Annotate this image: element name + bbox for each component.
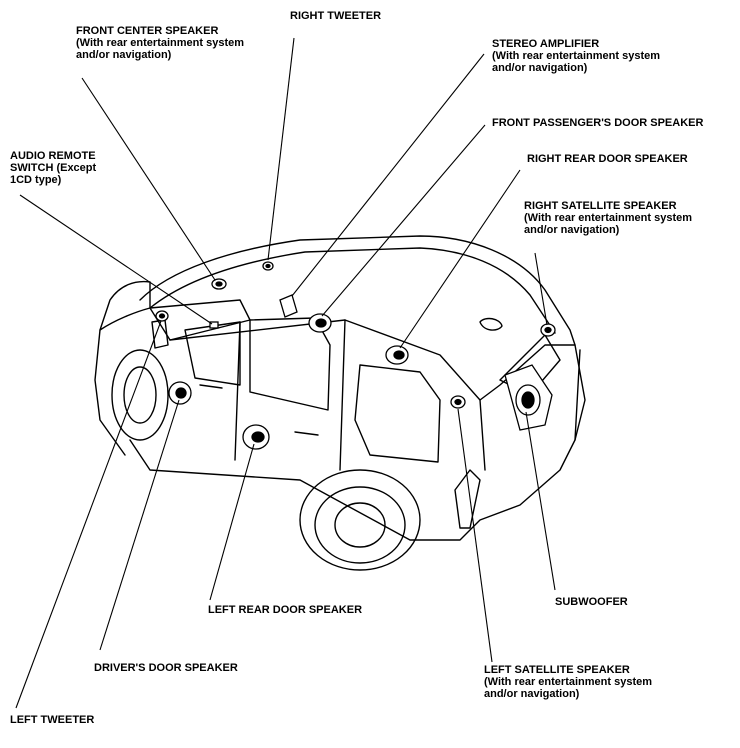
door-seam-1 xyxy=(234,321,241,461)
label-right-tweeter: RIGHT TWEETER xyxy=(290,10,381,22)
label-right-rear-door-speaker: RIGHT REAR DOOR SPEAKER xyxy=(527,153,688,165)
front-passenger-door-speaker-icon xyxy=(308,313,332,333)
leader-left-tweeter xyxy=(15,320,162,709)
door-seam-2 xyxy=(339,319,346,471)
label-left-satellite-speaker: LEFT SATELLITE SPEAKER (With rear entert… xyxy=(484,664,652,700)
left-satellite-note2: and/or navigation) xyxy=(484,688,580,700)
hood xyxy=(99,280,151,331)
front-wheel xyxy=(111,349,169,441)
right-tweeter-title: RIGHT TWEETER xyxy=(290,10,382,22)
right-satellite-speaker-icon xyxy=(540,323,556,337)
left-satellite-title: LEFT SATELLITE SPEAKER xyxy=(484,664,630,676)
leader-right-tweeter xyxy=(267,37,295,261)
door-handle-1 xyxy=(199,384,223,389)
left-tweeter-title: LEFT TWEETER xyxy=(10,714,95,726)
label-left-rear-door-speaker: LEFT REAR DOOR SPEAKER xyxy=(208,604,362,616)
left-rear-door-title: LEFT REAR DOOR SPEAKER xyxy=(208,604,363,616)
leader-audio-remote xyxy=(19,194,213,325)
tail-light xyxy=(454,469,481,529)
label-right-satellite-speaker: RIGHT SATELLITE SPEAKER (With rear enter… xyxy=(524,200,692,236)
leader-drivers-door xyxy=(99,399,180,651)
right-satellite-note2: and/or navigation) xyxy=(524,224,620,236)
left-satellite-speaker-icon xyxy=(450,395,466,409)
subwoofer-title: SUBWOOFER xyxy=(555,596,628,608)
roof-hatch xyxy=(479,317,503,331)
leader-front-center xyxy=(81,77,216,281)
label-left-tweeter: LEFT TWEETER xyxy=(10,714,94,726)
leader-stereo-amp xyxy=(291,53,485,297)
front-center-speaker-icon xyxy=(211,278,227,290)
subwoofer-icon xyxy=(504,364,553,431)
roof-inner xyxy=(149,247,556,334)
right-satellite-note1: (With rear entertainment system xyxy=(524,212,693,224)
right-rear-door-title: RIGHT REAR DOOR SPEAKER xyxy=(527,153,688,165)
label-audio-remote-switch: AUDIO REMOTE SWITCH (Except 1CD type) xyxy=(10,150,96,186)
quarter-window xyxy=(354,364,441,463)
leader-right-satellite xyxy=(534,252,548,326)
front-center-note2: and/or navigation) xyxy=(76,49,172,61)
right-rear-door-speaker-icon xyxy=(385,345,409,365)
label-stereo-amplifier: STEREO AMPLIFIER (With rear entertainmen… xyxy=(492,38,660,74)
rear-wheel-hub xyxy=(334,502,386,548)
drivers-door-title: DRIVER'S DOOR SPEAKER xyxy=(94,662,238,674)
leader-subwoofer xyxy=(525,411,556,591)
stereo-amp-note2: and/or navigation) xyxy=(492,62,588,74)
stereo-amp-title: STEREO AMPLIFIER xyxy=(492,38,600,50)
label-front-passenger-door-speaker: FRONT PASSENGER'S DOOR SPEAKER xyxy=(492,117,703,129)
front-center-title: FRONT CENTER SPEAKER xyxy=(76,25,219,37)
front-center-note1: (With rear entertainment system xyxy=(76,37,245,49)
roof-outline xyxy=(139,235,576,346)
rear-wheel xyxy=(314,486,406,564)
audio-remote-line3: 1CD type) xyxy=(10,174,62,186)
leader-front-pass-door xyxy=(321,124,486,317)
left-satellite-note1: (With rear entertainment system xyxy=(484,676,653,688)
rear-wheel-arch xyxy=(299,469,421,571)
right-tweeter-icon xyxy=(262,261,274,271)
audio-remote-switch-icon xyxy=(209,321,219,329)
audio-remote-line2: SWITCH (Except xyxy=(10,162,97,174)
leader-right-rear-door xyxy=(399,169,521,349)
drivers-door-speaker-icon xyxy=(168,381,192,405)
left-rear-door-speaker-icon xyxy=(242,424,270,450)
label-subwoofer: SUBWOOFER xyxy=(555,596,628,608)
stereo-amp-note1: (With rear entertainment system xyxy=(492,50,661,62)
right-satellite-title: RIGHT SATELLITE SPEAKER xyxy=(524,200,677,212)
front-door-window xyxy=(184,321,241,386)
rear-panel xyxy=(479,344,586,441)
body-lower xyxy=(129,349,581,541)
left-tweeter-icon xyxy=(155,310,169,322)
front-wheel-hub xyxy=(123,366,157,424)
label-drivers-door-speaker: DRIVER'S DOOR SPEAKER xyxy=(94,662,238,674)
stereo-amplifier-icon xyxy=(279,294,298,318)
leader-left-rear-door xyxy=(209,443,255,601)
front-pass-door-title: FRONT PASSENGER'S DOOR SPEAKER xyxy=(492,117,704,129)
front-body xyxy=(94,329,126,456)
rear-door-window xyxy=(249,317,331,411)
body-side xyxy=(169,319,486,471)
audio-remote-line1: AUDIO REMOTE xyxy=(10,150,96,162)
door-handle-2 xyxy=(294,431,319,436)
label-front-center-speaker: FRONT CENTER SPEAKER (With rear entertai… xyxy=(76,25,244,61)
leader-left-satellite xyxy=(457,408,493,663)
